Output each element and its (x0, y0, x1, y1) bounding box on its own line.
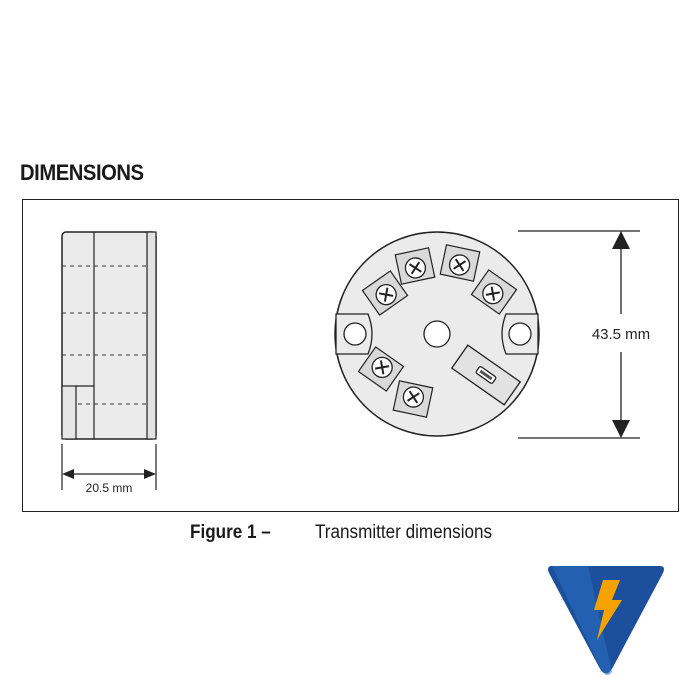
mounting-hole (343, 322, 367, 346)
terminal-screw (361, 270, 409, 316)
figure-caption-label: Figure 1 – (190, 522, 271, 543)
arrow-left-icon (62, 469, 74, 479)
section-heading: DIMENSIONS (20, 160, 144, 185)
usb-port (450, 344, 522, 406)
side-view-terminal (61, 385, 77, 440)
lightning-bolt-icon (594, 580, 622, 640)
mounting-lug-right (501, 313, 539, 355)
terminal-screw (357, 346, 405, 392)
arrow-right-icon (144, 469, 156, 479)
figure-caption-text: Transmitter dimensions (315, 522, 493, 543)
top-view: 43.5 mm (334, 230, 650, 439)
terminal-screw (394, 247, 436, 285)
center-hole (423, 320, 451, 348)
side-view: 20.5 mm (61, 231, 157, 495)
height-dimension-label: 43.5 mm (592, 326, 650, 343)
width-dimension-label: 20.5 mm (86, 481, 133, 495)
brand-logo (548, 566, 664, 676)
terminal-screw (470, 269, 518, 315)
side-view-flange (146, 231, 157, 440)
terminal-screw (392, 380, 434, 418)
figure-frame (22, 199, 679, 512)
mounting-lug-left (335, 313, 373, 355)
mounting-hole (508, 322, 532, 346)
arrow-up-icon (612, 231, 630, 249)
arrow-down-icon (612, 420, 630, 438)
terminal-screw (439, 244, 481, 282)
